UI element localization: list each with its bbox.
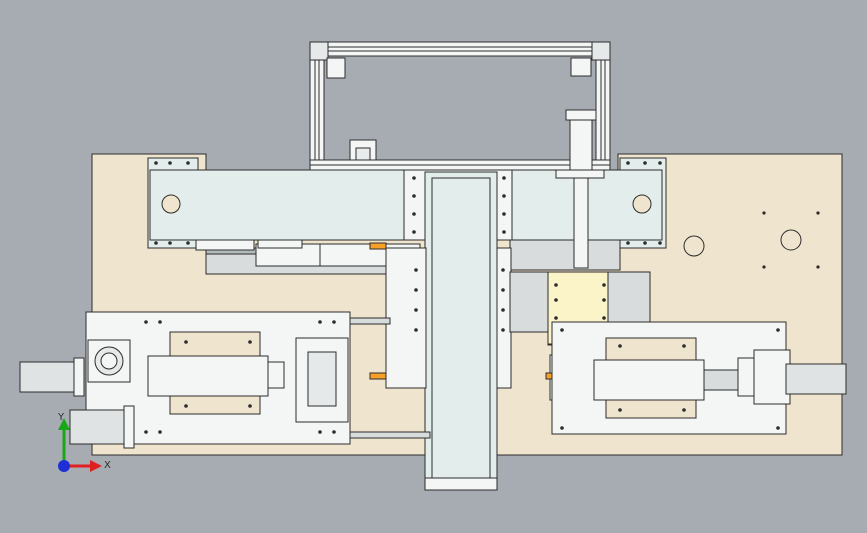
y-axis-arrowhead (58, 418, 70, 430)
x-axis-arrowhead (90, 460, 102, 472)
coordinate-triad: Y X (57, 412, 111, 472)
right-module-plate (551, 321, 847, 435)
profile-frame (309, 41, 611, 173)
x-axis-label: X (104, 460, 111, 471)
left-servo-motors (19, 357, 135, 449)
y-axis-label: Y (57, 412, 65, 423)
z-axis-dot (58, 460, 70, 472)
vertical-slide-column (369, 169, 513, 491)
